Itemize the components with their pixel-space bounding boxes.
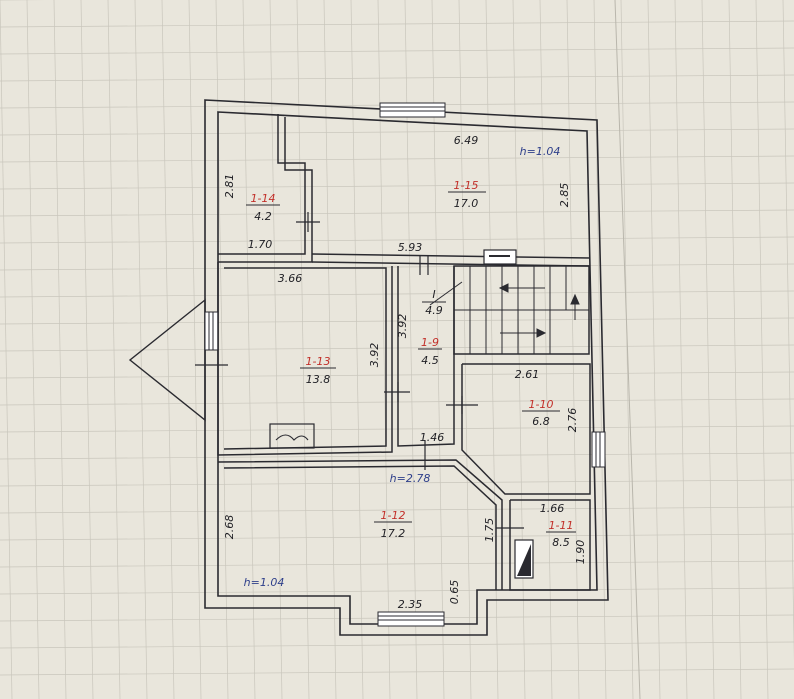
dim-room10-height: 2.76 <box>566 408 579 433</box>
room-1-13-area: 13.8 <box>306 373 331 386</box>
grid-line-vertical <box>512 0 526 699</box>
grid-line-vertical <box>134 0 148 699</box>
grid-line-horizontal <box>0 47 794 55</box>
grid-line-vertical <box>0 0 13 699</box>
dim-room12-step: 1.75 <box>483 518 496 543</box>
grid-line-horizontal <box>0 344 794 352</box>
grid-line-horizontal <box>0 290 794 298</box>
grid-line-horizontal <box>0 317 794 325</box>
outer-walls <box>204 99 609 636</box>
room-1-15-id: 1-15 <box>454 179 479 192</box>
room-1-9-area: 4.5 <box>421 354 439 367</box>
boiler-fill <box>517 544 531 576</box>
grid-line-horizontal <box>0 182 794 190</box>
bath-wave <box>275 434 309 441</box>
dim-room13-height: 3.92 <box>368 343 381 368</box>
sheet-edge-line <box>614 0 641 699</box>
grid-line-vertical <box>701 0 715 699</box>
dim-bottom-depth: 0.65 <box>448 580 461 605</box>
grid-line-horizontal <box>0 641 794 649</box>
stair-leader <box>429 281 463 306</box>
grid-line-vertical <box>107 0 121 699</box>
grid-line-horizontal <box>0 533 794 541</box>
grid-line-horizontal <box>0 425 794 433</box>
grid-line-horizontal <box>0 452 794 460</box>
room-1-11-area: 8.5 <box>552 536 570 549</box>
grid-line-horizontal <box>0 236 794 244</box>
room-1-12-area: 17.2 <box>381 527 406 540</box>
room-1-11-id: 1-11 <box>549 519 574 532</box>
dim-room11-width: 1.66 <box>540 502 565 515</box>
grid-line-horizontal <box>0 128 794 136</box>
room-fraction-lines <box>246 191 576 533</box>
grid-line-vertical <box>485 0 499 699</box>
room-1-12-id: 1-12 <box>381 509 406 522</box>
grid-line-horizontal <box>0 155 794 163</box>
grid-line-vertical <box>647 0 661 699</box>
room-1-10-id: 1-10 <box>529 398 554 411</box>
height-note-middle: h=2.78 <box>390 472 431 485</box>
room-1-10-area: 6.8 <box>532 415 550 428</box>
dim-corridor-width: 5.93 <box>398 241 423 254</box>
grid-line-vertical <box>782 0 794 662</box>
dim-room15-right: 2.85 <box>558 183 571 208</box>
dim-room13-width: 3.66 <box>278 272 303 285</box>
dim-room14-height: 2.81 <box>223 174 236 199</box>
dim-room14-width: 1.70 <box>248 238 273 251</box>
grid-line-horizontal <box>0 479 794 487</box>
grid-line-vertical <box>80 0 94 699</box>
bath-symbol <box>269 423 315 449</box>
grid-line-horizontal <box>0 560 794 568</box>
grid-line-horizontal <box>0 20 794 28</box>
grid-line-horizontal <box>0 263 794 271</box>
grid-line-vertical <box>323 0 337 699</box>
dim-top-width: 6.49 <box>454 134 479 147</box>
door-marks <box>195 212 524 529</box>
height-note-upper: h=1.04 <box>520 145 561 158</box>
grid-line-vertical <box>566 0 580 699</box>
dim-room10-width: 2.61 <box>515 368 540 381</box>
room-1-13-id: 1-13 <box>306 355 331 368</box>
grid-line-vertical <box>674 0 688 699</box>
dim-room9-width: 1.46 <box>420 431 445 444</box>
grid-line-vertical <box>755 0 769 699</box>
grid-line-horizontal <box>0 371 794 379</box>
stair-area-id: I <box>432 288 435 301</box>
grid-line-vertical <box>26 0 40 699</box>
grid-line-horizontal <box>0 398 794 406</box>
height-note-lower: h=1.04 <box>244 576 285 589</box>
grid-line-vertical <box>458 0 472 699</box>
grid-line-vertical <box>350 0 364 699</box>
grid-line-vertical <box>242 0 256 699</box>
grid-line-horizontal <box>0 587 794 595</box>
windows <box>204 102 606 627</box>
grid-line-vertical <box>593 0 607 699</box>
room-1-15-area: 17.0 <box>454 197 479 210</box>
room-1-9-id: 1-9 <box>421 336 439 349</box>
room-1-14-id: 1-14 <box>251 192 276 205</box>
dim-room11-height: 1.90 <box>574 540 587 565</box>
grid-line-horizontal <box>0 506 794 514</box>
dim-room12-height: 2.68 <box>223 515 236 540</box>
dim-room9-height: 3.92 <box>396 314 409 339</box>
grid-line-vertical <box>269 0 283 699</box>
grid-line-horizontal <box>0 209 794 217</box>
staircase <box>454 266 589 354</box>
grid-line-vertical <box>53 0 67 699</box>
dim-bottom-width: 2.35 <box>398 598 423 611</box>
stair-area-value: 4.9 <box>425 304 443 317</box>
grid-line-horizontal <box>0 74 794 82</box>
room-1-14-area: 4.2 <box>254 210 272 223</box>
grid-line-vertical <box>728 0 742 699</box>
grid-line-horizontal <box>0 668 794 676</box>
